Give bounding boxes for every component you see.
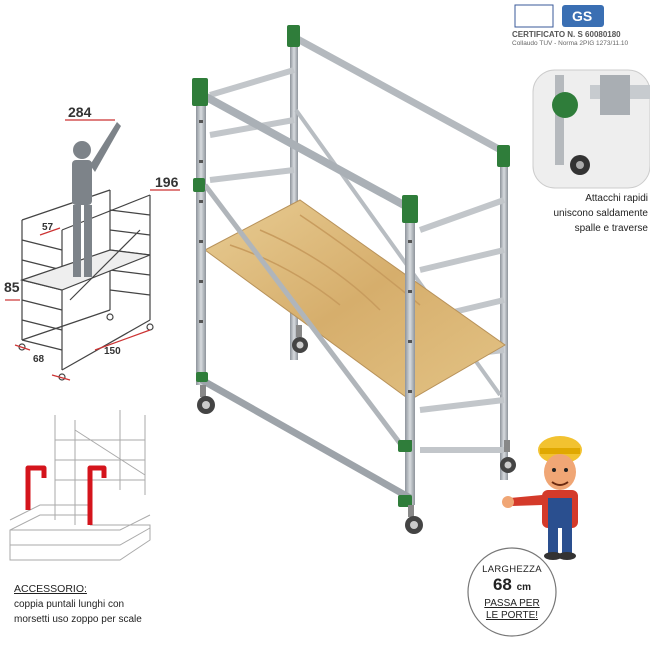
wood-platform [204,199,506,401]
accessory-desc-line-2: morsetti uso zoppo per scale [14,614,142,625]
front-top-rail [198,88,412,214]
callout-line-2: uniscono saldamente [553,208,648,219]
badge-value-row: 68 cm [472,575,552,598]
dim-platform-height: 57 [42,222,54,233]
person-figure [72,122,121,277]
width-badge [467,547,557,637]
badge-value: 68 [492,575,512,594]
callout-line-3: spalle e traverse [574,223,648,234]
front-bottom-rail [200,375,412,503]
dim-base-height: 85 [4,279,20,295]
back-top-rail [292,32,508,158]
dim-length: 150 [104,346,121,357]
badge-label: LARGHEZZA [482,564,542,575]
dim-width: 68 [33,354,45,365]
dimension-sketch [5,119,180,381]
certificate-norm: Collaudo TUV - Norma 2PIG 1273/11.10 [512,40,629,47]
certificate-number: CERTIFICATO N. S 60080180 [512,30,621,39]
callout-line-1: Attacchi rapidi [585,193,648,204]
back-right-rungs [418,197,506,453]
badge-line-4: LE PORTE! [485,610,539,621]
worker-mascot [502,436,582,560]
upright-holes [199,120,412,443]
stair-accessory-sketch [9,410,151,561]
front-left-upright [196,85,206,385]
scaffold-tower [192,25,516,534]
badge-line-3: PASSA PER [484,598,540,609]
dim-height-total: 284 [68,104,92,120]
callout-caption: Attacchi rapidi uniscono saldamente spal… [548,191,648,236]
back-left-upright [290,30,298,360]
accessory-desc-line-1: coppia puntali lunghi con [14,599,125,610]
back-left-rungs [209,67,295,183]
certification-logos: GS [514,4,604,28]
casters [197,325,516,534]
accessory-title: ACCESSORIO: [14,583,87,595]
badge-unit: cm [516,582,532,593]
front-right-upright [405,205,415,505]
joints [192,25,510,507]
back-right-upright [500,150,508,480]
detail-callout [532,69,650,189]
front-diagonal [203,183,407,452]
svg-text:GS: GS [572,8,592,24]
accessory-description: coppia puntali lunghi con morsetti uso z… [14,597,194,627]
red-accessory-legs [25,465,107,525]
dim-height-frame: 196 [155,174,179,190]
width-badge-text: LARGHEZZA 68 cm PASSA PER LE PORTE! [472,564,552,622]
